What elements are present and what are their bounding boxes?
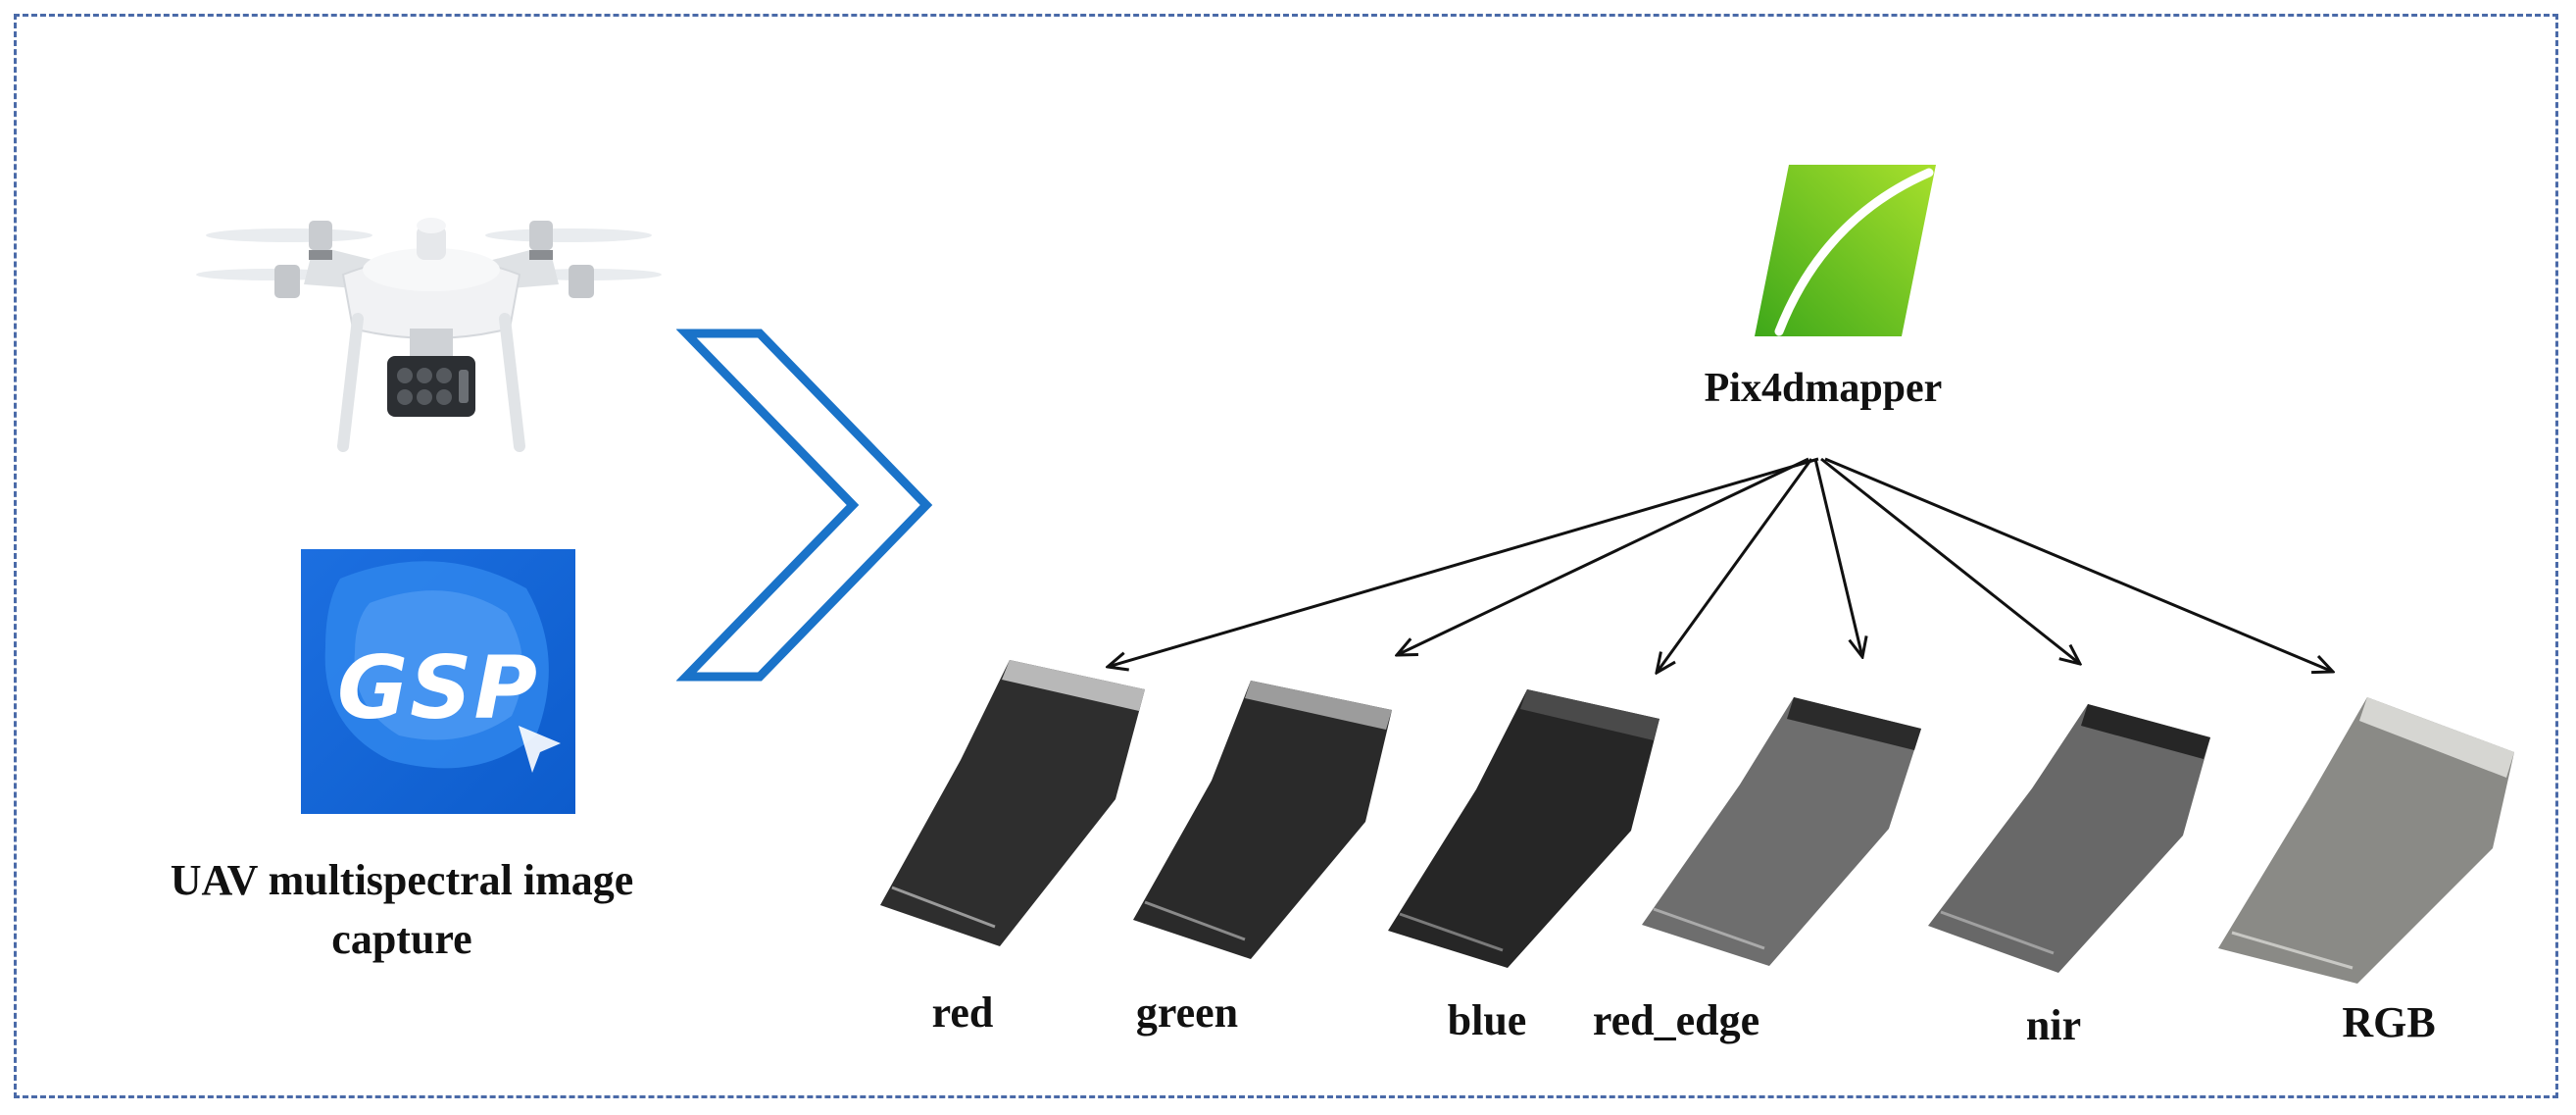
gsp-logo-text: GSP xyxy=(336,637,540,738)
dashed-frame xyxy=(14,14,2558,1098)
drone-icon xyxy=(196,218,662,452)
band-image-rgb xyxy=(2218,697,2514,984)
band-label-red-edge: red_edge xyxy=(1592,996,1760,1044)
band-image-red-edge xyxy=(1642,697,1921,966)
arrow-to-red-edge xyxy=(1813,458,1862,657)
pix4dmapper-logo-icon xyxy=(1755,165,1936,336)
caption-line-2: capture xyxy=(331,915,472,963)
band-label-blue: blue xyxy=(1447,996,1527,1044)
band-image-blue xyxy=(1388,689,1660,968)
band-label-red: red xyxy=(931,988,994,1037)
band-label-nir: nir xyxy=(2025,1001,2082,1049)
gsp-app-icon xyxy=(301,549,575,814)
pix4dmapper-title: Pix4dmapper xyxy=(1704,366,1943,411)
arrow-to-blue xyxy=(1657,458,1813,673)
band-image-nir xyxy=(1928,704,2210,973)
band-label-rgb: RGB xyxy=(2342,998,2436,1046)
arrow-to-red xyxy=(1108,457,1819,667)
arrow-to-nir xyxy=(1820,457,2080,664)
caption-line-1: UAV multispectral image xyxy=(170,856,634,904)
band-image-green xyxy=(1133,681,1392,959)
chevron-right-icon xyxy=(676,329,933,682)
uav-caption: UAV multispectral image capture xyxy=(127,851,676,969)
band-label-green: green xyxy=(1135,988,1239,1037)
arrow-to-rgb xyxy=(1824,457,2333,672)
band-image-red xyxy=(880,660,1145,946)
arrow-to-green xyxy=(1397,457,1809,655)
